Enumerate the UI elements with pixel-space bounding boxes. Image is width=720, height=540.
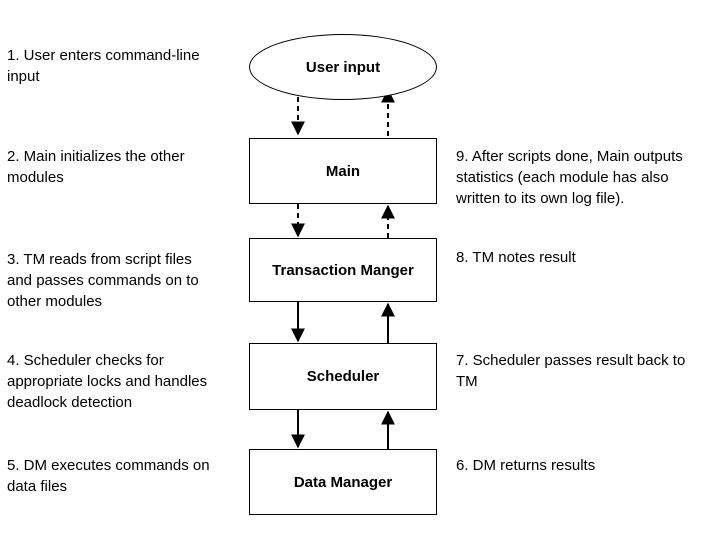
step-8-note: 8. TM notes result <box>456 249 576 266</box>
step-5-note: 5. DM executes commands on data files <box>7 457 210 495</box>
data-manager-node: Data Manager <box>249 449 437 515</box>
step-3-note: 3. TM reads from script files and passes… <box>7 251 199 310</box>
scheduler-label: Scheduler <box>306 368 380 385</box>
step-4-note: 4. Scheduler checks for appropriate lock… <box>7 352 208 411</box>
step-1-note: 1. User enters command-line input <box>7 47 200 85</box>
step-6-note: 6. DM returns results <box>456 457 596 474</box>
transaction-manager-node: Transaction Manger <box>249 238 437 302</box>
user-input-node: User input <box>249 34 437 100</box>
step-7-note: 7. Scheduler passes result back to TM <box>456 352 686 390</box>
scheduler-node: Scheduler <box>249 343 437 410</box>
transaction-manager-label: Transaction Manger <box>272 261 414 279</box>
step-9-note: 9. After scripts done, Main outputs stat… <box>456 148 683 207</box>
step-2-note: 2. Main initializes the other modules <box>7 148 185 186</box>
data-manager-label: Data Manager <box>293 473 393 491</box>
user-input-label: User input <box>305 58 381 76</box>
main-node: Main <box>249 138 437 204</box>
main-label: Main <box>325 162 361 180</box>
